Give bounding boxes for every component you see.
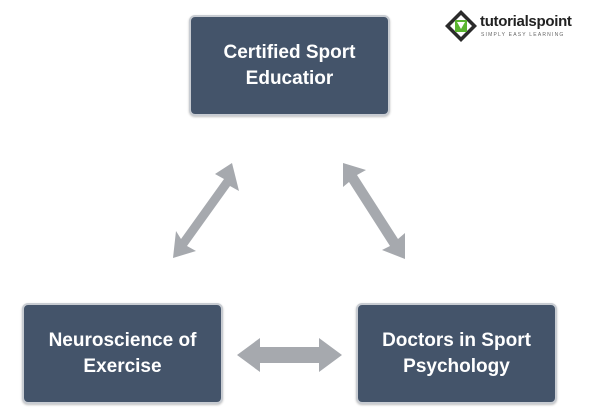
node-label: Doctors in Sport Psychology: [382, 329, 531, 377]
node-label: Neuroscience of Exercise: [48, 329, 197, 377]
arrow-top-right: [343, 163, 405, 259]
node-doctors-in-sport-psychology: Doctors in Sport Psychology: [356, 303, 557, 404]
logo-tagline: SIMPLY EASY LEARNING: [481, 32, 565, 38]
logo-brand-text: tutorialspoint: [480, 13, 572, 30]
node-certified-sport-educator: Certified Sport Educatior: [189, 15, 390, 116]
tutorialspoint-logo: tutorialspoint SIMPLY EASY LEARNING: [444, 7, 594, 47]
node-label: Certified Sport Educatior: [223, 41, 356, 89]
node-neuroscience-of-exercise: Neuroscience of Exercise: [22, 303, 223, 404]
arrow-top-left: [173, 163, 239, 258]
arrow-left-right: [237, 338, 342, 372]
logo-diamond-icon: [445, 10, 477, 42]
